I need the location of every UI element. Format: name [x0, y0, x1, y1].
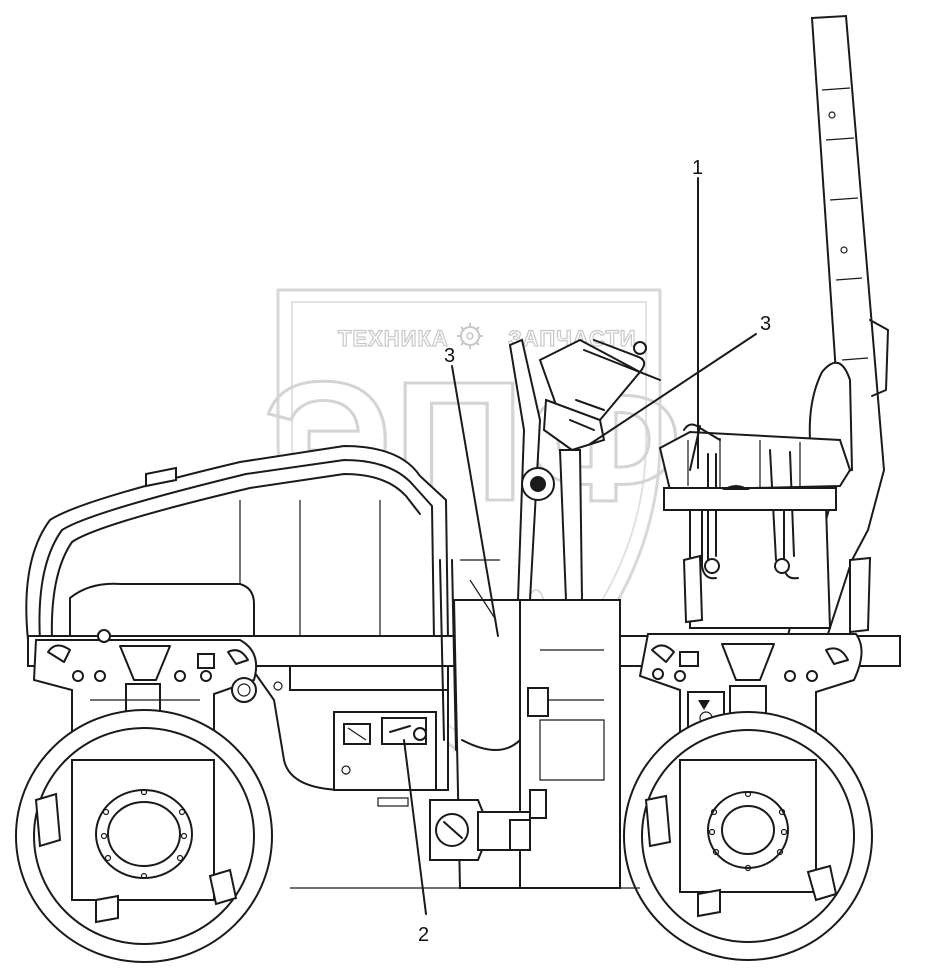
callout-3b: 3: [760, 313, 771, 335]
front-hub-bolts: [100, 788, 188, 880]
drive-motor: [429, 799, 531, 861]
steering-control-knob: [521, 467, 555, 501]
control-panel: [333, 711, 437, 807]
watermark-brand-left: ТЕХНИКА: [338, 326, 449, 351]
callout-3a: 3: [444, 345, 455, 367]
callout-leaders: [403, 177, 757, 915]
callout-1: 1: [692, 157, 703, 179]
rear-hub-bolts: [708, 790, 788, 872]
leader-3b: [589, 333, 757, 445]
seat-base: [663, 449, 872, 634]
steering-column: [508, 338, 661, 601]
front-drum: [15, 709, 273, 963]
gear-icon: [457, 323, 483, 349]
leader-2: [403, 739, 427, 915]
engine-hood: [25, 444, 450, 641]
leader-3a: [451, 365, 499, 637]
callout-2: 2: [418, 924, 429, 946]
rear-drum: [623, 711, 873, 961]
operator-seat: [658, 361, 854, 492]
